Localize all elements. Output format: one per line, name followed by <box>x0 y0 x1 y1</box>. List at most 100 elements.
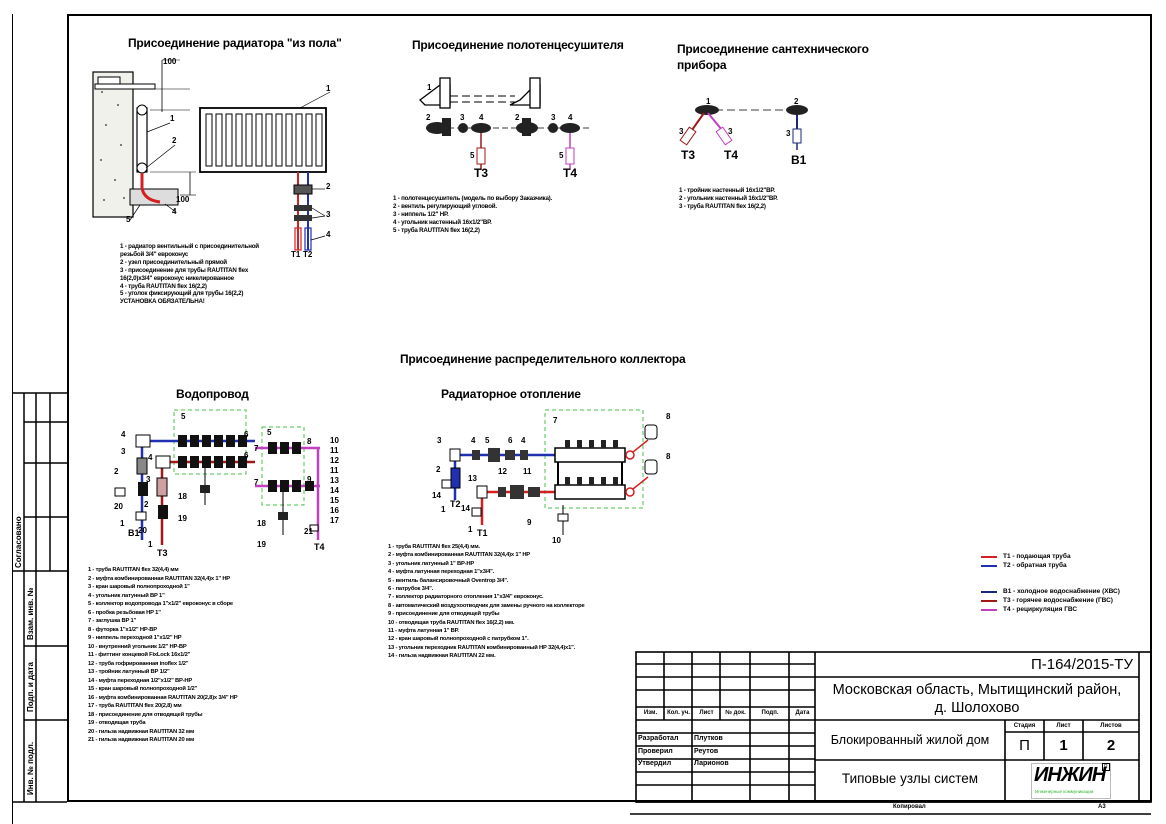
callout: 3 <box>728 127 733 136</box>
legend-label: Т3 - горячее водоснабжение (ГВС) <box>1003 597 1113 604</box>
location-line1: Московская область, Мытищинский район, <box>832 682 1122 698</box>
note: 5 - уголок фиксирующий для трубы 16(2,2) <box>120 290 244 298</box>
callout: 1 <box>170 114 175 123</box>
legend-swatch <box>981 590 997 593</box>
pipe-color-legend: Т1 - подающая труба Т2 - обратная труба … <box>981 552 1120 614</box>
callout: 4 <box>568 113 573 122</box>
callout: 21 <box>304 527 313 536</box>
callout: 2 <box>436 465 441 474</box>
callout: 5 <box>267 428 272 437</box>
note: 13 - тройник латунный ВР 1/2" <box>88 669 170 675</box>
col-header-date: Дата <box>795 710 810 716</box>
sheet-value: 1 <box>1059 737 1068 754</box>
note: 8 - футорка 1"x1/2" НР-ВР <box>88 626 157 633</box>
sheet-header: Лист <box>1056 723 1071 729</box>
callout: 2 <box>114 467 119 476</box>
note: 2 - муфта комбинированная RAUTITAN 32(4,… <box>388 552 530 559</box>
callout: 1 <box>427 83 432 92</box>
callout: 2 <box>144 500 149 509</box>
towel-dryer-notes: 1 - полотенцесушитель (модель по выбору … <box>393 195 552 235</box>
callout: 13 <box>330 476 339 485</box>
callout: 17 <box>330 516 339 525</box>
note: 10 - внутренний угольник 1/2" НР-ВР <box>88 643 187 650</box>
pipe-label-t3: Т3 <box>157 548 168 558</box>
radiator-front-view <box>199 107 327 173</box>
note: 16(2,0)x3/4" евроконус никелированное <box>120 274 234 282</box>
col-header-sign: Подп. <box>761 710 779 716</box>
legend-swatch <box>981 599 997 602</box>
water-supply-notes: 1 - труба RAUTITAN flex 32(4,4) мм 2 - м… <box>88 566 238 745</box>
legend-swatch <box>981 608 997 611</box>
role-approved: Утвердил <box>638 760 672 767</box>
name-approved: Ларионов <box>694 760 729 767</box>
pipe-label-b1: В1 <box>791 153 807 167</box>
callout: 1 <box>120 519 125 528</box>
note: 4 - угольник латунный ВР 1" <box>88 592 165 599</box>
note: 4 - угольник настенный 16х1/2"ВР. <box>393 218 492 226</box>
callout: 9 <box>307 475 312 484</box>
pipe-label-t1: Т1 <box>291 250 301 259</box>
callout: 19 <box>257 540 266 549</box>
wall-section <box>92 71 134 218</box>
note: 2 - угольник настенный 16х1/2"ВР. <box>679 194 778 202</box>
note: 2 - вентиль регулирующий угловой. <box>393 202 497 210</box>
note: 3 - угольник латунный 1" ВР-НР <box>388 560 475 567</box>
towel-dryer-section-title: Присоединение полотенцесушителя <box>412 38 624 52</box>
legend-entry-t4: Т4 - рециркуляция ГВС <box>981 605 1120 614</box>
note: 8 - автоматический воздухоотводчик для з… <box>388 602 585 609</box>
callout: 4 <box>521 436 526 445</box>
note: 3 - кран шаровый полнопроходной 1" <box>88 584 190 590</box>
callout: 8 <box>666 452 671 461</box>
note: 5 - вентиль балансировочный Oventrop 3/4… <box>388 577 509 584</box>
callout: 2 <box>515 113 520 122</box>
callout: 3 <box>326 210 331 219</box>
legend-entry-t3: Т3 - горячее водоснабжение (ГВС) <box>981 596 1120 605</box>
callout: 8 <box>307 437 312 446</box>
callout: 14 <box>432 491 441 500</box>
callout: 6 <box>508 436 513 445</box>
callout: 13 <box>468 474 477 483</box>
radiator-heating-title: Радиаторное отопление <box>441 387 581 401</box>
note: 15 - кран шаровый полнопроходной 1/2" <box>88 686 198 692</box>
legend-label: Т2 - обратная труба <box>1003 562 1067 569</box>
note: 20 - гильза надвижная RAUTITAN 32 мм <box>88 728 195 735</box>
callout: 4 <box>479 113 484 122</box>
dim-label: 100 <box>176 195 190 204</box>
stage-value: П <box>1019 737 1030 754</box>
name-developed: Плутков <box>694 735 723 742</box>
note: 3 - присоединение для трубы RAUTITAN fle… <box>120 266 249 274</box>
collector-section-title: Присоединение распределительного коллект… <box>400 352 686 366</box>
copied-label: Копировал <box>893 804 926 810</box>
callout: 1 <box>326 84 331 93</box>
location-line2: д. Шолохово <box>934 700 1020 716</box>
object-name: Блокированный жилой дом <box>830 733 990 747</box>
callout: 6 <box>244 430 249 439</box>
note: 7 - коллектор радиаторного отопления 1"x… <box>388 594 544 601</box>
callout: 4 <box>172 207 177 216</box>
callout: 2 <box>426 113 431 122</box>
note: 5 - труба RAUTITAN flex 16(2,2) <box>393 226 480 234</box>
callout: 18 <box>257 519 266 528</box>
callout: 5 <box>559 151 564 160</box>
note: 3 - ниппель 1/2" НР. <box>393 210 449 218</box>
drawing-frame <box>67 14 1152 802</box>
callout: 10 <box>330 436 339 445</box>
note: 6 - пробка резьбовая НР 1" <box>88 609 161 616</box>
note: 5 - коллектор водопровода 1"x1/2" евроко… <box>88 601 233 607</box>
note: 3 - труба RAUTITAN flex 16(2,2) <box>679 202 766 210</box>
callout: 8 <box>666 412 671 421</box>
note: 21 - гильза надвижная RAUTITAN 20 мм <box>88 737 195 743</box>
radiator-notes: 1 - радиатор вентильный с присоединитель… <box>120 243 259 306</box>
logo-text: ИНЖИН <box>1034 764 1106 786</box>
col-header-doc: № док. <box>725 710 746 716</box>
legend-swatch <box>981 564 997 567</box>
legend-label: Т4 - рециркуляция ГВС <box>1003 606 1078 613</box>
callout: 11 <box>330 466 339 475</box>
callout: 3 <box>146 475 151 484</box>
radiator-section-title: Присоединение радиатора "из пола" <box>128 36 342 50</box>
legend-entry-t1: Т1 - подающая труба <box>981 552 1120 561</box>
note: 18 - присоединение для отводящей трубы <box>88 711 203 718</box>
note: 1 - радиатор вентильный с присоединитель… <box>120 243 259 250</box>
